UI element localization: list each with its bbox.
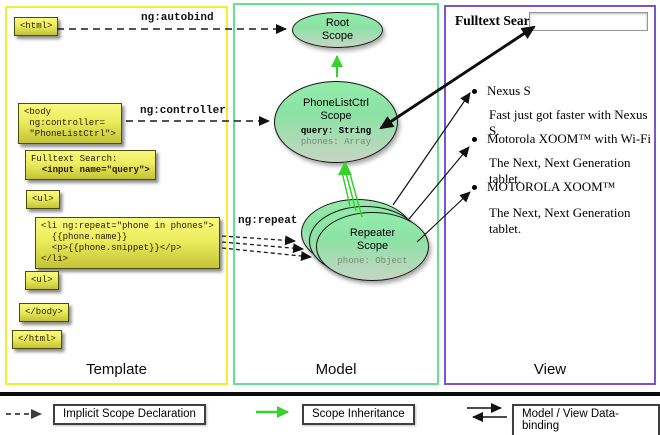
query-property: query: String xyxy=(300,125,372,136)
model-column: Model xyxy=(233,3,439,385)
phone-property: phone: Object xyxy=(337,255,408,266)
bullet-icon xyxy=(472,88,477,94)
ng-autobind-label: ng:autobind xyxy=(141,12,214,24)
fulltext-code-label: Fulltext Search: xyxy=(31,154,118,164)
ng-controller-label: ng:controller xyxy=(140,105,226,117)
phonelistctrl-scope-ellipse: PhoneListCtrl Scope query: String phones… xyxy=(274,81,398,163)
body-close-tag-box: </body> xyxy=(19,303,69,322)
li-repeat-code-box: <li ng:repeat="phone in phones"> {{phone… xyxy=(35,217,220,269)
html-open-tag-box: <html> xyxy=(14,17,59,36)
view-item-title-text: MOTOROLA XOOM™ xyxy=(487,179,616,194)
root-scope-title: Root Scope xyxy=(321,17,354,42)
view-item-title-text: Motorola XOOM™ with Wi-Fi xyxy=(487,131,652,146)
view-item-title: MOTOROLA XOOM™ xyxy=(472,179,615,195)
bullet-icon xyxy=(472,184,477,190)
phonelistctrl-scope-title: PhoneListCtrl Scope xyxy=(302,96,370,122)
repeater-scope-title: Repeater Scope xyxy=(349,226,396,252)
view-column: View xyxy=(444,5,656,385)
legend-data-binding-label: Model / View Data-binding xyxy=(512,404,660,435)
fulltext-input-code-box: Fulltext Search: <input name="query"> xyxy=(25,150,156,180)
view-item-title-text: Nexus S xyxy=(487,83,531,98)
fulltext-search-input[interactable] xyxy=(529,12,648,31)
view-item-title: Motorola XOOM™ with Wi-Fi xyxy=(472,131,651,147)
legend-scope-inheritance-label: Scope Inheritance xyxy=(302,404,415,425)
ul-close-tag-box: <ul> xyxy=(25,271,59,290)
repeater-scope-ellipse-front: Repeater Scope phone: Object xyxy=(316,212,429,281)
fulltext-search-label: Fulltext Search: xyxy=(455,13,548,28)
root-scope-ellipse: Root Scope xyxy=(292,12,383,48)
bullet-icon xyxy=(472,136,477,142)
view-item-desc: The Next, Next Generation tablet. xyxy=(489,205,631,236)
view-item-desc: The Next, Next Generation tablet. xyxy=(489,155,631,186)
template-column-label: Template xyxy=(86,361,147,378)
ng-repeat-label: ng:repeat xyxy=(238,215,298,227)
body-open-tag-box: <body ng:controller= "PhoneListCtrl"> xyxy=(18,103,122,144)
ul-open-tag-box: <ul> xyxy=(26,190,60,209)
html-close-tag-box: </html> xyxy=(12,330,62,349)
model-column-label: Model xyxy=(315,361,357,378)
phones-property: phones: Array xyxy=(300,136,372,147)
legend-databinding-arrows xyxy=(467,403,507,422)
legend-implicit-scope-label: Implicit Scope Declaration xyxy=(53,404,206,425)
input-tag-code: <input name="query"> xyxy=(31,165,150,175)
view-item-title: Nexus S xyxy=(472,83,531,99)
legend-separator-line xyxy=(0,392,660,396)
view-column-label: View xyxy=(533,361,567,378)
